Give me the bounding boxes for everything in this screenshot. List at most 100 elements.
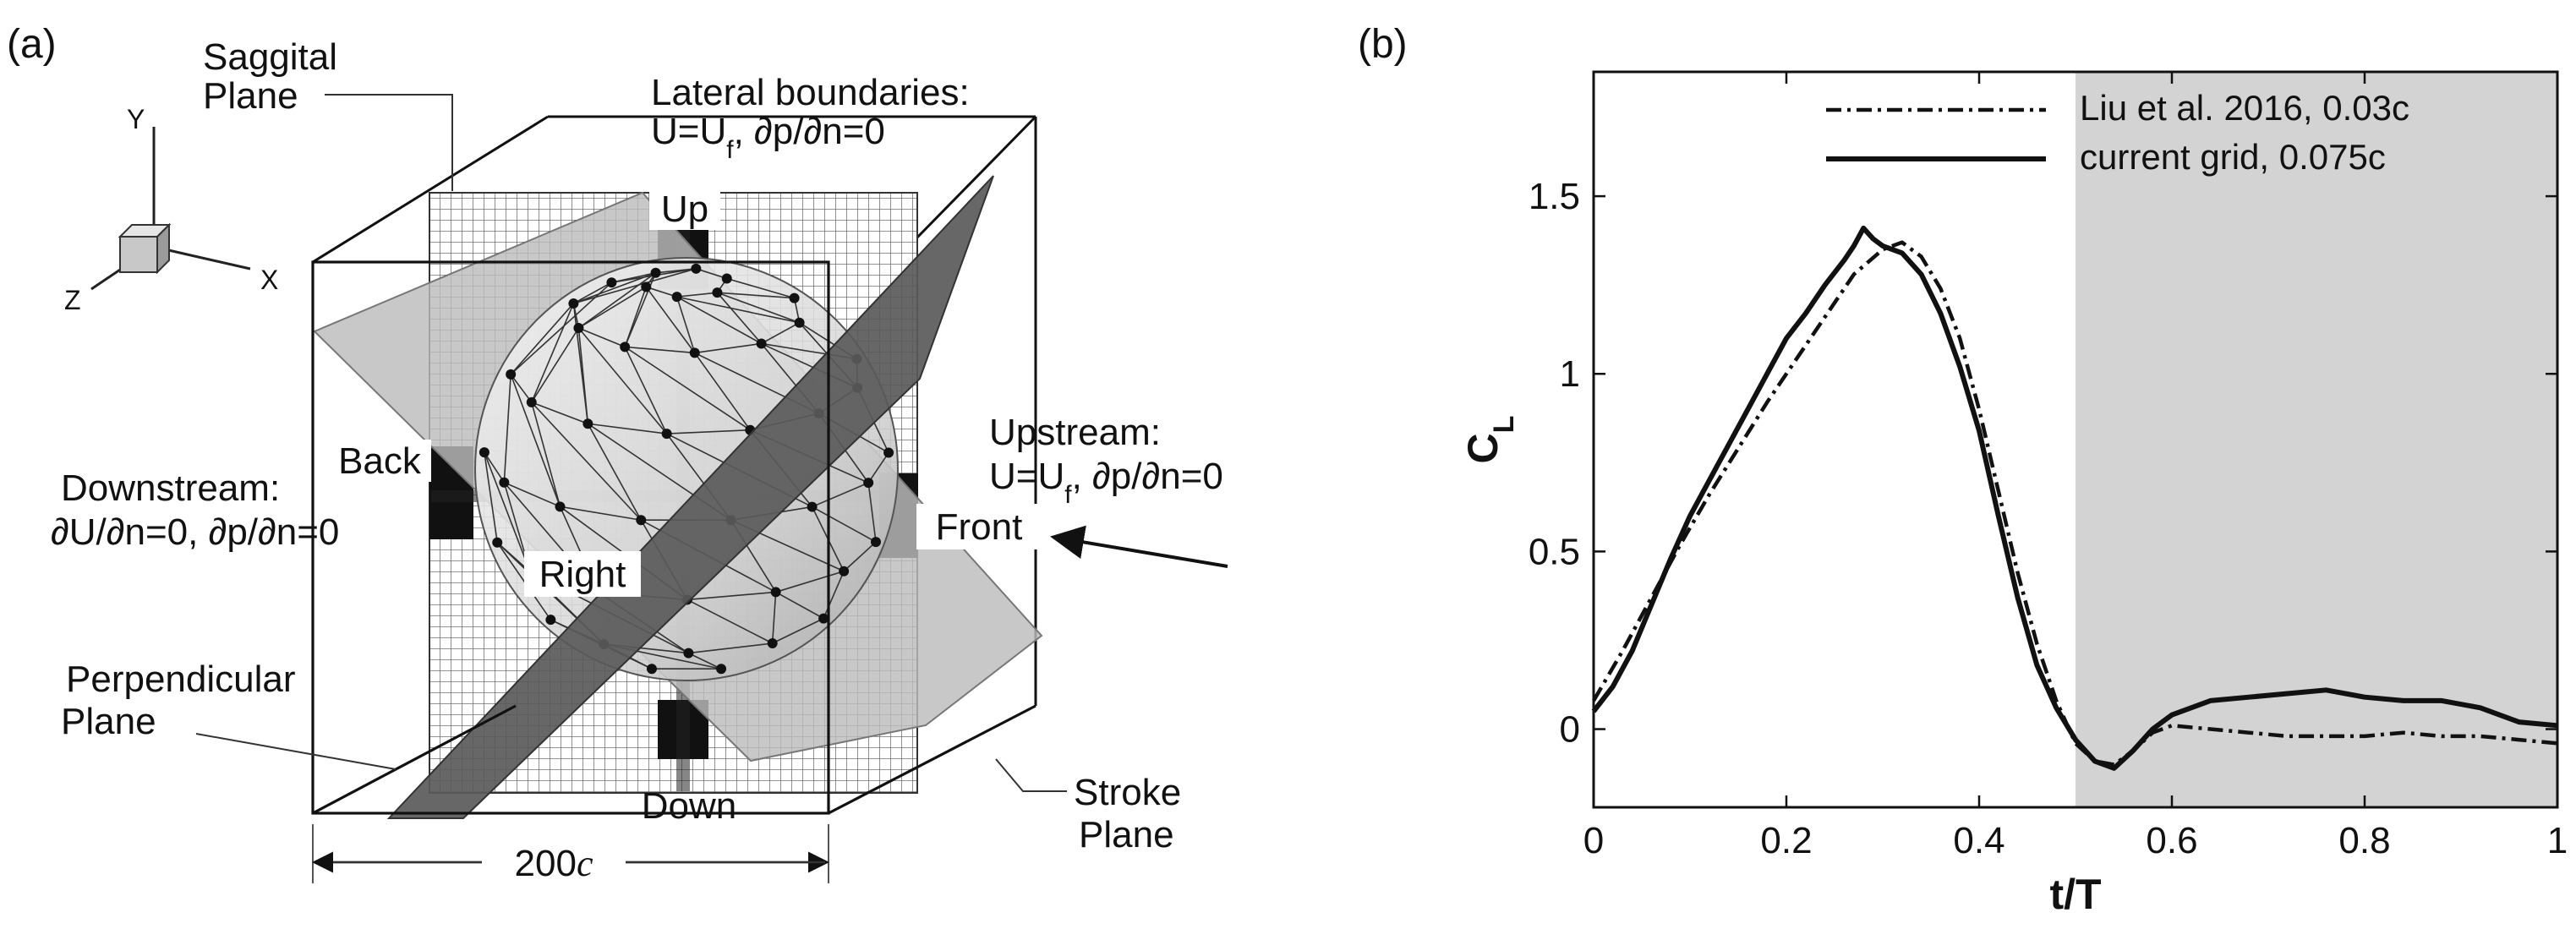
mesh-edge <box>572 303 589 424</box>
mesh-edge <box>666 429 751 434</box>
mesh-edge <box>676 292 718 298</box>
mesh-node <box>691 263 702 274</box>
plot-frame <box>1592 70 2559 809</box>
y-axis-title: CL <box>1459 416 1520 464</box>
mesh-node <box>526 396 537 407</box>
mesh-edge <box>503 374 511 483</box>
mesh-edge <box>726 277 795 299</box>
chart-series <box>1591 225 2558 771</box>
mesh-edge <box>510 303 574 375</box>
sphere-nodes <box>479 263 894 675</box>
legend-label-2: current grid, 0.075c <box>2080 137 2386 177</box>
perpendicular-label-line2: Plane <box>61 701 156 742</box>
up-label-bg <box>649 188 720 230</box>
downstream-label-line1: Downstream: <box>61 467 280 509</box>
mesh-edge <box>573 281 612 304</box>
upstream-arrow <box>1050 525 1228 568</box>
sphere <box>474 257 899 681</box>
mesh-edge <box>530 402 561 507</box>
mesh-edge <box>771 592 777 644</box>
axes-cube-icon <box>118 222 172 275</box>
panel-a-label: (a) <box>7 22 57 67</box>
mesh-node <box>650 267 661 278</box>
dimension-annotation: 200c <box>312 824 829 886</box>
axes-glyph: Y X Z <box>64 104 278 315</box>
y-tick-label: 0 <box>1560 709 1580 751</box>
mesh-edge <box>812 506 877 543</box>
mesh-node <box>818 613 829 624</box>
mesh-edge <box>823 571 845 619</box>
mesh-edge <box>694 342 762 354</box>
mesh-edge <box>531 402 588 425</box>
y-tick-label: 1.5 <box>1529 176 1580 217</box>
mesh-node <box>492 537 503 548</box>
mesh-edge <box>867 482 877 543</box>
x-axis-label: X <box>260 265 278 295</box>
mesh-node <box>555 501 566 512</box>
mesh-node <box>661 429 672 440</box>
mesh-edge <box>510 374 561 507</box>
mesh-edge <box>510 374 533 403</box>
x-tick-label: 0.8 <box>2338 820 2390 861</box>
mesh-node <box>683 648 694 659</box>
mesh-node <box>499 477 510 488</box>
lateral-label-line2: U=Uf, ∂p/∂n=0 <box>651 111 885 164</box>
mesh-edge <box>531 402 642 521</box>
mesh-node <box>568 298 579 309</box>
upstream-label-line2: U=Uf, ∂p/∂n=0 <box>989 456 1223 509</box>
right-label: Right <box>539 554 626 595</box>
back-label: Back <box>338 440 422 482</box>
panel-b-label: (b) <box>1358 22 1408 67</box>
mesh-edge <box>646 286 677 298</box>
x-tick-label: 1 <box>2547 820 2568 861</box>
mesh-node <box>863 478 874 489</box>
front-label-bg <box>916 504 1042 549</box>
mesh-node <box>756 338 767 349</box>
mesh-node <box>606 277 617 288</box>
mesh-edge <box>676 296 800 324</box>
mesh-edge <box>716 292 763 344</box>
mesh-edge <box>531 303 575 403</box>
legend-label-1: Liu et al. 2016, 0.03c <box>2080 88 2409 128</box>
x-tick-label: 0.6 <box>2146 820 2197 861</box>
mesh-edge <box>772 617 824 644</box>
mesh-edge <box>624 347 668 434</box>
mesh-edge <box>694 352 751 431</box>
mesh-node <box>582 418 593 429</box>
mesh-edge <box>531 327 580 403</box>
mesh-edge <box>573 268 697 304</box>
mesh-edge <box>578 286 647 329</box>
stroke-label-line1: Stroke <box>1074 772 1181 813</box>
saggital-label-line1: Saggital <box>203 36 337 78</box>
mesh-edge <box>624 346 751 431</box>
lateral-annotation: Lateral boundaries: U=Uf, ∂p/∂n=0 <box>651 72 970 164</box>
mesh-node <box>767 638 778 649</box>
mesh-edge <box>843 541 877 572</box>
mesh-edge <box>504 482 561 508</box>
mesh-node <box>883 447 894 458</box>
mesh-edge <box>484 451 531 572</box>
mesh-edge <box>686 591 776 601</box>
panel-a: (a) Y X Z <box>7 22 1228 886</box>
stroke-label-line2: Plane <box>1079 814 1174 855</box>
mesh-edge <box>688 642 773 654</box>
mesh-edge <box>675 296 696 353</box>
right-label-bg <box>524 551 641 597</box>
perpendicular-label-line1: Perpendicular <box>66 659 296 700</box>
mesh-node <box>794 317 805 328</box>
mesh-node <box>712 287 723 298</box>
series-line-1 <box>1592 240 2558 767</box>
face-labels: Up Down Back Front Right <box>328 188 1042 827</box>
chart-legend: Liu et al. 2016, 0.03c current grid, 0.07… <box>1826 88 2409 177</box>
mesh-edge <box>761 321 800 345</box>
mesh-edge <box>625 346 695 354</box>
mesh-node <box>839 566 850 577</box>
front-label: Front <box>936 506 1023 548</box>
mesh-edge <box>484 452 499 543</box>
y-tick-label: 0.5 <box>1529 531 1580 572</box>
mesh-node <box>770 587 781 598</box>
x-tick-label: 0.2 <box>1760 820 1812 861</box>
perpendicular-plane <box>386 175 994 819</box>
